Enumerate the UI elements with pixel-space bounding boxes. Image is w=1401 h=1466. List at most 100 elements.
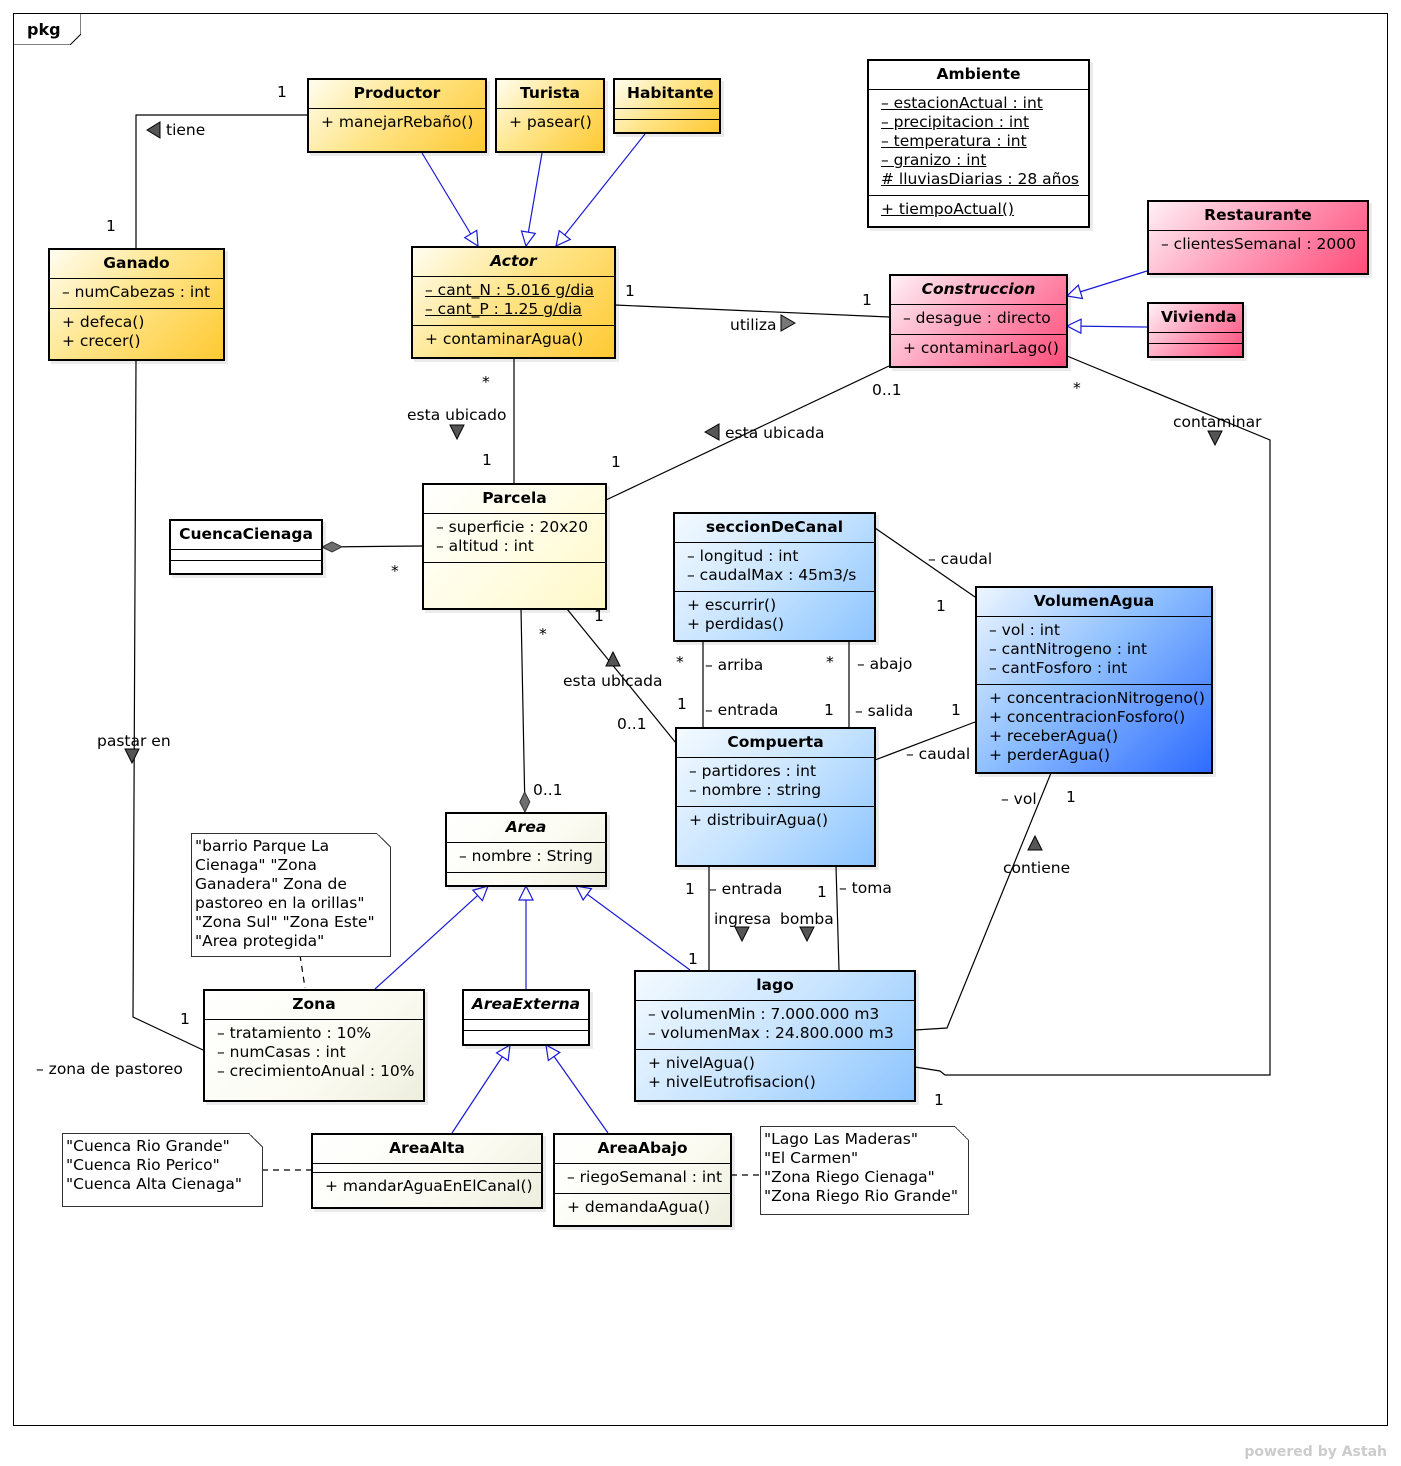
class-turista[interactable]: Turista + pasear()	[495, 78, 605, 153]
class-zona[interactable]: Zona – tratamiento : 10% – numCasas : in…	[203, 989, 425, 1102]
class-attributes: – volumenMin : 7.000.000 m3 – volumenMax…	[636, 1000, 914, 1049]
label-esta-ubicada-2: esta ubicada	[563, 672, 663, 690]
attribute: – nombre : String	[459, 847, 593, 865]
class-operations	[447, 872, 605, 881]
multiplicity: *	[391, 562, 399, 580]
class-operations: + demandaAgua()	[555, 1193, 730, 1223]
operation: + nivelEutrofisacion()	[648, 1073, 816, 1091]
class-parcela[interactable]: Parcela – superficie : 20x20 – altitud :…	[422, 483, 607, 610]
class-restaurante[interactable]: Restaurante – clientesSemanal : 2000	[1147, 200, 1369, 275]
attribute: – crecimientoAnual : 10%	[217, 1062, 415, 1080]
direction-tiene-icon	[146, 121, 161, 139]
note-line: "Zona Riego Cienaga"	[764, 1168, 935, 1186]
role-toma: – toma	[839, 879, 892, 897]
note-line: "Lago Las Maderas"	[764, 1130, 918, 1148]
class-areaalta[interactable]: AreaAlta + mandarAguaEnElCanal()	[311, 1133, 543, 1209]
multiplicity: *	[1073, 379, 1081, 397]
multiplicity: 1	[625, 282, 635, 300]
note-areaalta[interactable]: "Cuenca Rio Grande" "Cuenca Rio Perico" …	[62, 1133, 263, 1207]
class-areaexterna[interactable]: AreaExterna	[462, 989, 590, 1046]
direction-bomba-icon	[799, 926, 815, 943]
gen-productor-actor	[421, 152, 478, 246]
class-name: CuencaCienaga	[179, 525, 313, 543]
class-operations: + distribuirAgua()	[677, 806, 874, 836]
class-attributes: – vol : int – cantNitrogeno : int – cant…	[977, 616, 1211, 684]
class-productor[interactable]: Productor + manejarRebaño()	[307, 78, 487, 153]
class-name: VolumenAgua	[1033, 592, 1155, 610]
class-attributes: – estacionActual : int – precipitacion :…	[869, 89, 1088, 195]
role-entrada: – entrada	[705, 701, 779, 719]
operation: + manejarRebaño()	[321, 113, 474, 131]
multiplicity: 1	[934, 1091, 944, 1109]
class-areaabajo[interactable]: AreaAbajo – riegoSemanal : int + demanda…	[553, 1133, 732, 1227]
class-vivienda[interactable]: Vivienda	[1147, 302, 1244, 358]
operation: + receberAgua()	[989, 727, 1119, 745]
attribute: – temperatura : int	[881, 132, 1027, 150]
role-vol: – vol	[1001, 790, 1037, 808]
note-line: Cienaga" "Zona	[195, 856, 317, 874]
class-name: Restaurante	[1204, 206, 1312, 224]
direction-ingresa-icon	[734, 926, 750, 943]
class-operations: + concentracionNitrogeno() + concentraci…	[977, 684, 1211, 771]
class-secciondecanal[interactable]: seccionDeCanal – longitud : int – caudal…	[673, 512, 876, 642]
attribute: – cantNitrogeno : int	[989, 640, 1148, 658]
assoc-pastar-en	[132, 359, 204, 1051]
note-zona[interactable]: "barrio Parque La Cienaga" "Zona Ganader…	[191, 833, 391, 957]
direction-contiene-icon	[1027, 834, 1043, 851]
attribute: – volumenMin : 7.000.000 m3	[648, 1005, 880, 1023]
note-line: pastoreo en la orillas"	[195, 894, 365, 912]
note-line: "Cuenca Rio Grande"	[66, 1137, 230, 1155]
multiplicity: 0..1	[533, 781, 563, 799]
class-operations: + contaminarLago()	[891, 334, 1066, 364]
assoc-tiene	[135, 114, 307, 248]
class-name: seccionDeCanal	[705, 518, 844, 536]
class-attributes: – tratamiento : 10% – numCasas : int – c…	[205, 1019, 423, 1087]
multiplicity: 1	[594, 607, 604, 625]
note-line: "Cuenca Rio Perico"	[66, 1156, 220, 1174]
class-ganado[interactable]: Ganado – numCabezas : int + defeca() + c…	[48, 248, 225, 361]
note-areaabajo[interactable]: "Lago Las Maderas" "El Carmen" "Zona Rie…	[760, 1126, 969, 1215]
class-ambiente[interactable]: Ambiente – estacionActual : int – precip…	[867, 59, 1090, 228]
label-ingresa: ingresa	[714, 910, 772, 928]
multiplicity: *	[676, 653, 684, 671]
class-name: AreaExterna	[471, 995, 581, 1013]
class-name: lago	[756, 976, 794, 994]
attribute: – cantFosforo : int	[989, 659, 1128, 677]
class-actor[interactable]: Actor – cant_N : 5.016 g/dia – cant_P : …	[411, 246, 616, 359]
attribute: – caudalMax : 45m3/s	[687, 566, 857, 584]
class-name: Zona	[292, 995, 336, 1013]
class-area[interactable]: Area – nombre : String	[445, 812, 607, 887]
class-name: Construccion	[921, 280, 1036, 298]
operation: + perderAgua()	[989, 746, 1110, 764]
multiplicity: *	[539, 625, 547, 643]
class-habitante[interactable]: Habitante	[613, 78, 721, 134]
note-line: "barrio Parque La	[195, 837, 330, 855]
multiplicity: 1	[180, 1010, 190, 1028]
class-attributes: – desague : directo	[891, 304, 1066, 334]
attribute: – cant_N : 5.016 g/dia	[425, 281, 595, 299]
role-salida: – salida	[855, 702, 914, 720]
multiplicity: 1	[936, 597, 946, 615]
gen-turista-actor	[526, 152, 543, 246]
class-cuencacienaga[interactable]: CuencaCienaga	[169, 519, 323, 575]
class-operations	[1149, 343, 1242, 354]
operation: + perdidas()	[687, 615, 785, 633]
direction-esta-ubicada2-icon	[605, 650, 621, 667]
operation: + crecer()	[62, 332, 141, 350]
multiplicity: 0..1	[617, 715, 647, 733]
label-esta-ubicado: esta ubicado	[407, 406, 507, 424]
class-compuerta[interactable]: Compuerta – partidores : int – nombre : …	[675, 727, 876, 867]
class-lago[interactable]: lago – volumenMin : 7.000.000 m3 – volum…	[634, 970, 916, 1102]
role-abajo: – abajo	[857, 655, 913, 673]
class-name: AreaAlta	[389, 1139, 465, 1157]
class-name: Ganado	[103, 254, 170, 272]
attribute: – riegoSemanal : int	[567, 1168, 723, 1186]
composition-cuenca-parcela	[322, 546, 423, 547]
direction-utiliza-icon	[780, 314, 797, 332]
class-construccion[interactable]: Construccion – desague : directo + conta…	[889, 274, 1068, 368]
note-line: "Zona Riego Rio Grande"	[764, 1187, 959, 1205]
class-name: Area	[505, 818, 547, 836]
class-operations: + mandarAguaEnElCanal()	[313, 1172, 541, 1202]
class-attributes	[171, 549, 321, 560]
class-volumenagua[interactable]: VolumenAgua – vol : int – cantNitrogeno …	[975, 586, 1213, 774]
